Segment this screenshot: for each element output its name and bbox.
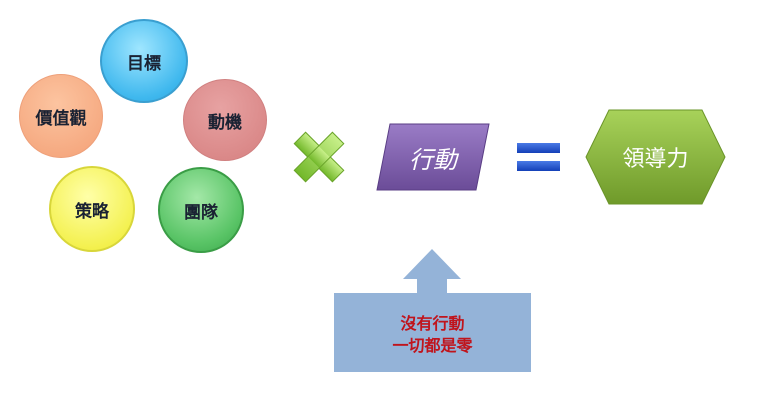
circle-team-label: 團隊 [184, 202, 218, 223]
circle-motive: 動機 [183, 79, 267, 161]
multiply-sign-icon [293, 131, 345, 183]
circle-goal-label: 目標 [127, 53, 161, 74]
circle-values-label: 價值觀 [35, 108, 87, 129]
circle-team: 團隊 [158, 167, 244, 253]
circle-strategy-label: 策略 [75, 201, 109, 222]
up-arrow-callout [334, 249, 531, 372]
action-label: 行動 [409, 145, 457, 174]
circle-values: 價值觀 [19, 74, 103, 158]
callout-line-2: 一切都是零 [392, 336, 473, 355]
callout-line-1: 沒有行動 [400, 314, 465, 333]
circle-strategy: 策略 [49, 166, 135, 252]
equals-sign-icon [517, 143, 560, 171]
action-parallelogram [376, 123, 490, 191]
result-label: 領導力 [622, 147, 689, 172]
result-hexagon [585, 109, 726, 205]
circle-motive-label: 動機 [208, 112, 242, 133]
callout-text: 沒有行動 一切都是零 [334, 300, 531, 370]
circle-goal: 目標 [100, 19, 188, 103]
